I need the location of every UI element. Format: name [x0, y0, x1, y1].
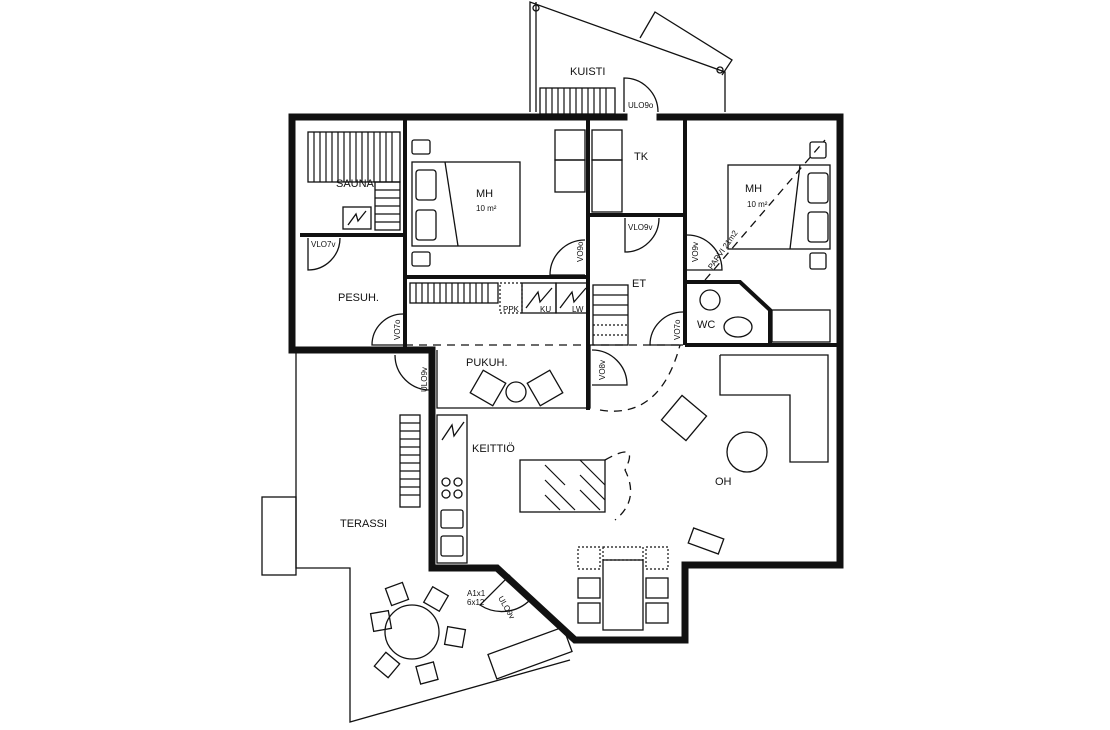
- door-swings: [307, 77, 723, 613]
- porch-kuisti: [529, 1, 733, 115]
- room-area-mh2: 10 m²: [747, 200, 768, 209]
- room-label-mh2: MH: [745, 183, 762, 195]
- room-label-pesuh: PESUH.: [338, 292, 379, 304]
- door-label-kuisti: ULO9o: [628, 101, 654, 110]
- door-label-mh2: VO9v: [691, 242, 700, 262]
- appliance-label-lw: LW: [572, 305, 584, 314]
- door-label-tk: VLO9v: [628, 223, 652, 232]
- kitchen-sink-icon: [440, 509, 464, 529]
- porch-steps: [539, 87, 616, 115]
- room-label-terassi: TERASSI: [340, 518, 387, 530]
- stairs: [592, 284, 629, 346]
- wardrobes: [409, 129, 623, 314]
- outdoor-stair: [399, 414, 421, 508]
- room-area-mh1: 10 m²: [476, 204, 497, 213]
- door-label-terassi: ULO9v: [420, 367, 429, 392]
- door-label-wc: VO7o: [673, 319, 682, 340]
- toilet-icon: [723, 316, 753, 338]
- room-label-keittio: KEITTIÖ: [472, 443, 515, 455]
- room-label-kuisti: KUISTI: [570, 66, 605, 78]
- window-note-size: A1x1: [467, 589, 486, 598]
- window-note-dim: 6x12: [467, 598, 485, 607]
- door-label-pukuh: VO8v: [598, 360, 607, 380]
- room-label-sauna: SAUNA: [336, 178, 375, 190]
- dining-table: [577, 546, 669, 631]
- exterior-walls: [288, 113, 844, 644]
- door-label-diagonal: ULO9v: [496, 595, 516, 621]
- appliance-label-ku: KU: [540, 305, 551, 314]
- sauna-stove-icon: [342, 206, 372, 230]
- door-label-sauna: VLO7v: [311, 240, 335, 249]
- wc-fixtures: [699, 289, 831, 343]
- room-label-wc: WC: [697, 319, 715, 331]
- bed-mh2: [704, 139, 831, 281]
- room-label-oh: OH: [715, 476, 732, 488]
- door-label-pesuh: VO7o: [393, 319, 402, 340]
- kitchen-counter: [436, 414, 468, 564]
- room-label-parvi: PARVI 21m2: [706, 228, 740, 271]
- living-room-furniture: [660, 354, 829, 555]
- door-label-mh1: VO9o: [576, 241, 585, 262]
- room-label-mh1: MH: [476, 188, 493, 200]
- sink-icon: [699, 289, 721, 311]
- pukuh-furniture: [469, 369, 564, 407]
- room-label-tk: TK: [634, 151, 649, 163]
- terrace: [261, 352, 573, 723]
- kitchen-island-fireplace: [519, 451, 632, 521]
- appliance-label-ppk: PPK: [503, 305, 520, 314]
- room-label-pukuh: PUKUH.: [466, 357, 508, 369]
- interior-walls: [300, 120, 838, 410]
- room-label-et: ET: [632, 278, 646, 290]
- bed-mh1: [411, 139, 521, 267]
- sauna-benches: [307, 131, 401, 231]
